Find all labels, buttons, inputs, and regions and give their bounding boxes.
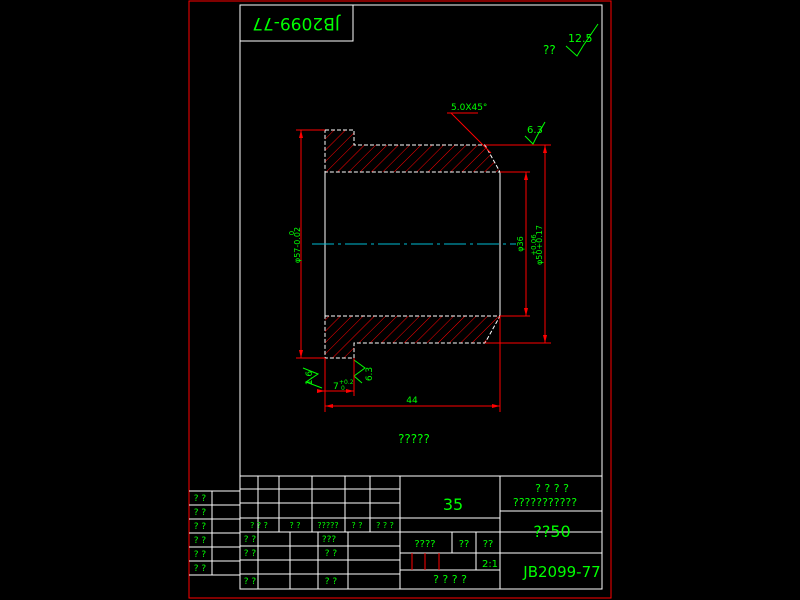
- dim-length: 44: [406, 396, 418, 406]
- roughness-face-right-value: 6.3: [365, 367, 375, 381]
- tb-row3-cell-1: ? ?: [244, 535, 257, 545]
- tb-row5-cell-1: ? ?: [244, 577, 257, 587]
- title-block-lines: [240, 475, 602, 589]
- code-box: [239, 4, 354, 42]
- sheet-marks: ? ? ? ?: [433, 573, 467, 586]
- roughness-general-value: 12.5: [568, 32, 593, 45]
- dim-left-arrow-bottom: [299, 350, 303, 358]
- roughness-symbol-face-left: [302, 367, 323, 389]
- chamfer-leader: [450, 112, 492, 154]
- top-note-text: ??: [543, 43, 556, 57]
- title-block-red-marks: [411, 553, 440, 570]
- scale-label-1: ????: [414, 539, 435, 550]
- dim-bore-arrow-bottom: [524, 308, 528, 316]
- tb-row2-cell-1: ? ? ?: [250, 521, 268, 530]
- dim-right-diameter: φ50+0.17: [535, 225, 544, 265]
- tb-row3-cell-2: ???: [322, 535, 337, 545]
- chamfer-label: 5.0X45°: [451, 103, 487, 113]
- header-marks: ? ? ? ?: [535, 482, 569, 495]
- tech-note: ?????: [398, 432, 430, 446]
- left-strip-label-1: ? ?: [194, 494, 207, 504]
- outer-border: [188, 0, 612, 599]
- dim-length-arrow-left: [325, 404, 333, 408]
- left-strip-label-4: ? ?: [194, 536, 207, 546]
- dim-right-arrow-bottom: [543, 335, 547, 343]
- header-text: ???????????: [513, 496, 577, 509]
- dim-left-arrow-top: [299, 130, 303, 138]
- tb-row2-cell-2: ? ?: [289, 521, 300, 530]
- left-strip-lines: [189, 490, 240, 576]
- dim-left-diameter-tol: 0: [288, 231, 296, 235]
- tb-row4-cell-1: ? ?: [244, 549, 257, 559]
- left-strip-label-2: ? ?: [194, 508, 207, 518]
- tb-row2-cell-5: ? ? ?: [376, 521, 394, 530]
- scale-label-3: ??: [483, 539, 494, 550]
- tb-row4-cell-2: ? ?: [325, 549, 338, 559]
- tb-row2-cell-3: ?????: [317, 521, 338, 530]
- inner-frame: [239, 4, 603, 590]
- code-box-text: JB2099-77: [252, 13, 341, 33]
- left-strip-label-3: ? ?: [194, 522, 207, 532]
- left-strip-label-5: ? ?: [194, 550, 207, 560]
- part-name: ??50: [533, 522, 570, 541]
- dim-flange-arrow-left: [317, 389, 325, 393]
- dim-bore-arrow-top: [524, 172, 528, 180]
- roughness-symbol-outer: [524, 121, 546, 145]
- dim-flange-width-tol2: 0: [341, 385, 345, 392]
- roughness-symbol-general: [565, 23, 599, 57]
- dim-right-diameter-tol: +0.06: [530, 234, 538, 256]
- section-lower-hatch: [324, 315, 501, 359]
- dim-inner-bore: φ36: [516, 236, 525, 251]
- scale-value: 2:1: [482, 559, 498, 570]
- material-label: 35: [443, 495, 463, 514]
- dim-right-arrow-top: [543, 145, 547, 153]
- dim-length-arrow-right: [492, 404, 500, 408]
- tb-row5-cell-2: ? ?: [325, 577, 338, 587]
- roughness-symbol-face-right: [353, 359, 366, 384]
- dim-flange-width: 7: [333, 382, 339, 392]
- dim-flange-arrow-right: [346, 389, 354, 393]
- roughness-face-left-value: 1.6: [305, 371, 315, 386]
- dim-flange-width-tol: +0.2: [339, 379, 354, 386]
- dim-left-diameter: φ57-0.02: [293, 227, 302, 263]
- drawing-number: JB2099-77: [522, 563, 600, 581]
- left-strip-label-6: ? ?: [194, 564, 207, 574]
- tb-row2-cell-4: ? ?: [351, 521, 362, 530]
- roughness-outer-value: 6.3: [527, 125, 543, 136]
- scale-label-2: ??: [459, 539, 470, 550]
